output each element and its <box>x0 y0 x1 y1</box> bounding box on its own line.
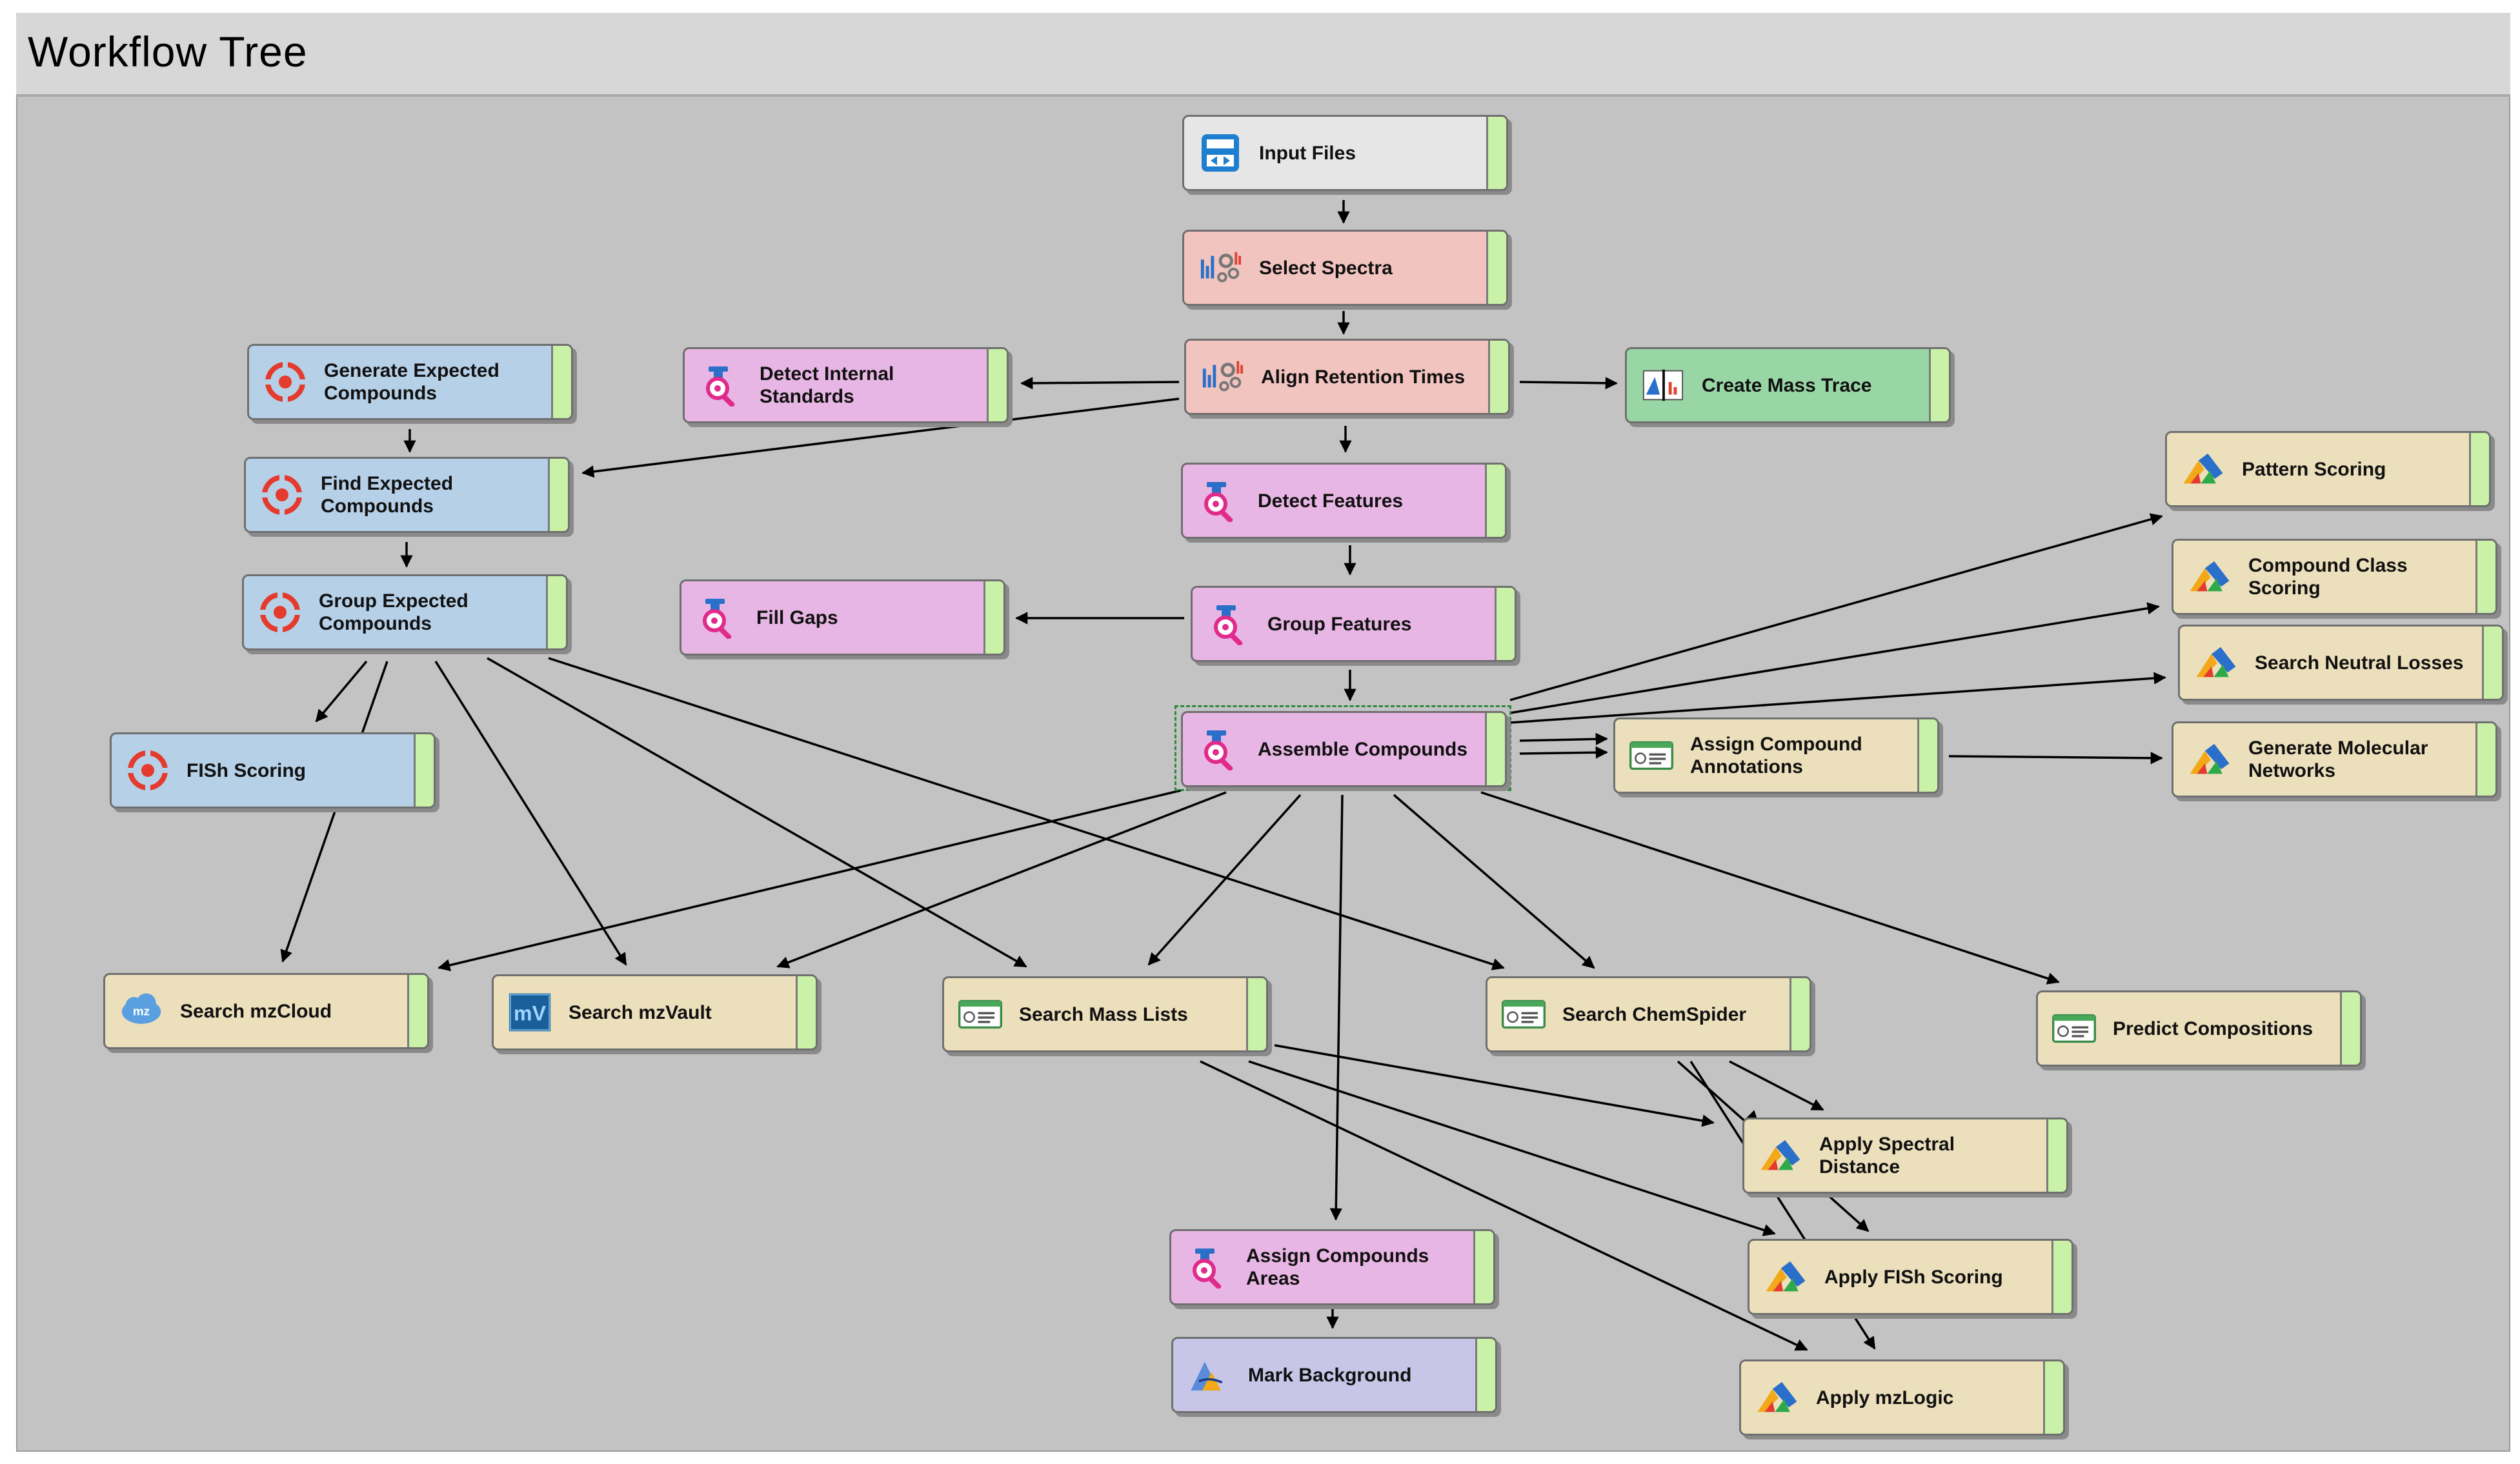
node-label: Search mzVault <box>569 1001 712 1023</box>
node-label: Search mzCloud <box>180 1000 332 1022</box>
node-assemble-compounds[interactable]: Assemble Compounds <box>1181 711 1507 787</box>
node-label: Search Neutral Losses <box>2255 652 2464 674</box>
node-search-mass-lists[interactable]: Search Mass Lists <box>942 976 1268 1052</box>
selection-outline <box>1174 705 1511 791</box>
scoring-chart-icon <box>2181 447 2225 491</box>
flask-magnifier-icon <box>1197 479 1241 523</box>
node-assign-compound-annotations[interactable]: Assign Compound Annotations <box>1613 717 1939 794</box>
node-label: Group Features <box>1267 613 1412 635</box>
node-apply-fish-scoring[interactable]: Apply FISh Scoring <box>1748 1239 2073 1315</box>
node-label: Assemble Compounds <box>1258 738 1468 760</box>
node-label: Apply Spectral Distance <box>1819 1134 1955 1178</box>
node-find-expected-compounds[interactable]: Find Expected Compounds <box>244 457 570 533</box>
node-label: Select Spectra <box>1259 257 1393 279</box>
node-label: Generate Molecular Networks <box>2248 737 2428 781</box>
node-generate-molecular-networks[interactable]: Generate Molecular Networks <box>2172 721 2497 797</box>
flask-magnifier-icon <box>1185 1245 1229 1289</box>
target-icon <box>260 473 304 517</box>
target-icon <box>263 360 307 404</box>
node-detect-features[interactable]: Detect Features <box>1181 463 1507 539</box>
node-search-neutral-losses[interactable]: Search Neutral Losses <box>2178 625 2504 701</box>
node-label: Align Retention Times <box>1261 366 1466 388</box>
node-label: Apply mzLogic <box>1816 1387 1954 1409</box>
node-label: Search Mass Lists <box>1019 1003 1188 1025</box>
node-search-mzvault[interactable]: mV Search mzVault <box>492 974 818 1050</box>
node-label: FISh Scoring <box>186 759 307 781</box>
target-icon <box>258 590 302 634</box>
mark-background-icon <box>1187 1353 1231 1397</box>
node-mark-background[interactable]: Mark Background <box>1171 1337 1497 1413</box>
database-card-icon <box>2052 1007 2096 1050</box>
node-pattern-scoring[interactable]: Pattern Scoring <box>2165 431 2491 507</box>
node-align-retention-times[interactable]: Align Retention Times <box>1184 339 1510 415</box>
svg-text:mz: mz <box>133 1005 150 1019</box>
node-label: Assign Compound Annotations <box>1690 734 1862 777</box>
node-label: Input Files <box>1259 142 1356 164</box>
database-card-icon <box>958 992 1002 1036</box>
scoring-chart-icon <box>1764 1255 1808 1299</box>
scoring-chart-icon <box>1755 1376 1799 1419</box>
node-generate-expected-compounds[interactable]: Generate Expected Compounds <box>247 344 573 420</box>
node-compound-class-scoring[interactable]: Compound Class Scoring <box>2172 539 2497 615</box>
target-icon <box>126 748 170 792</box>
spectra-settings-icon <box>1198 246 1242 290</box>
node-predict-compositions[interactable]: Predict Compositions <box>2036 990 2362 1067</box>
node-label: Mark Background <box>1248 1364 1412 1386</box>
mzcloud-icon: mz <box>119 989 163 1033</box>
input-files-icon <box>1198 131 1242 175</box>
database-card-icon <box>1502 992 1546 1036</box>
scoring-chart-icon <box>2188 737 2232 781</box>
node-label: Generate Expected Compounds <box>324 360 499 404</box>
node-label: Detect Internal Standards <box>760 363 894 407</box>
node-label: Search ChemSpider <box>1562 1003 1747 1025</box>
node-label: Predict Compositions <box>2113 1018 2313 1039</box>
node-apply-mzlogic[interactable]: Apply mzLogic <box>1739 1359 2065 1436</box>
spectra-settings-icon <box>1200 355 1244 399</box>
svg-text:mV: mV <box>514 1001 547 1025</box>
node-fill-gaps[interactable]: Fill Gaps <box>680 579 1005 656</box>
database-card-icon <box>1629 734 1673 777</box>
scoring-chart-icon <box>1759 1134 1802 1178</box>
node-search-chemspider[interactable]: Search ChemSpider <box>1486 976 1811 1052</box>
panel-title: Workflow Tree <box>28 28 308 75</box>
node-label: Apply FISh Scoring <box>1824 1266 2003 1288</box>
scoring-chart-icon <box>2194 641 2238 685</box>
node-search-mzcloud[interactable]: mz Search mzCloud <box>103 973 429 1049</box>
mass-trace-icon <box>1641 363 1685 407</box>
node-label: Group Expected Compounds <box>319 590 469 634</box>
flask-magnifier-icon <box>1197 727 1241 771</box>
node-label: Create Mass Trace <box>1702 374 1872 396</box>
node-create-mass-trace[interactable]: Create Mass Trace <box>1625 347 1951 423</box>
node-label: Detect Features <box>1258 490 1404 512</box>
node-apply-spectral-distance[interactable]: Apply Spectral Distance <box>1742 1118 2068 1194</box>
node-label: Fill Gaps <box>756 607 838 628</box>
flask-magnifier-icon <box>1207 602 1251 646</box>
flask-magnifier-icon <box>696 596 740 639</box>
node-fish-scoring[interactable]: FISh Scoring <box>110 732 436 808</box>
node-label: Compound Class Scoring <box>2248 555 2408 599</box>
node-assign-compounds-areas[interactable]: Assign Compounds Areas <box>1169 1229 1495 1305</box>
scoring-chart-icon <box>2188 555 2232 599</box>
node-detect-internal-standards[interactable]: Detect Internal Standards <box>683 347 1009 423</box>
panel-header: Workflow Tree <box>16 13 2510 97</box>
node-select-spectra[interactable]: Select Spectra <box>1182 230 1508 306</box>
node-group-expected-compounds[interactable]: Group Expected Compounds <box>242 574 568 650</box>
node-label: Assign Compounds Areas <box>1246 1245 1429 1289</box>
flask-magnifier-icon <box>699 363 743 407</box>
node-input-files[interactable]: Input Files <box>1182 115 1508 191</box>
mzvault-icon: mV <box>508 990 552 1034</box>
node-label: Pattern Scoring <box>2242 458 2386 480</box>
node-group-features[interactable]: Group Features <box>1191 586 1517 662</box>
node-label: Find Expected Compounds <box>321 473 454 517</box>
